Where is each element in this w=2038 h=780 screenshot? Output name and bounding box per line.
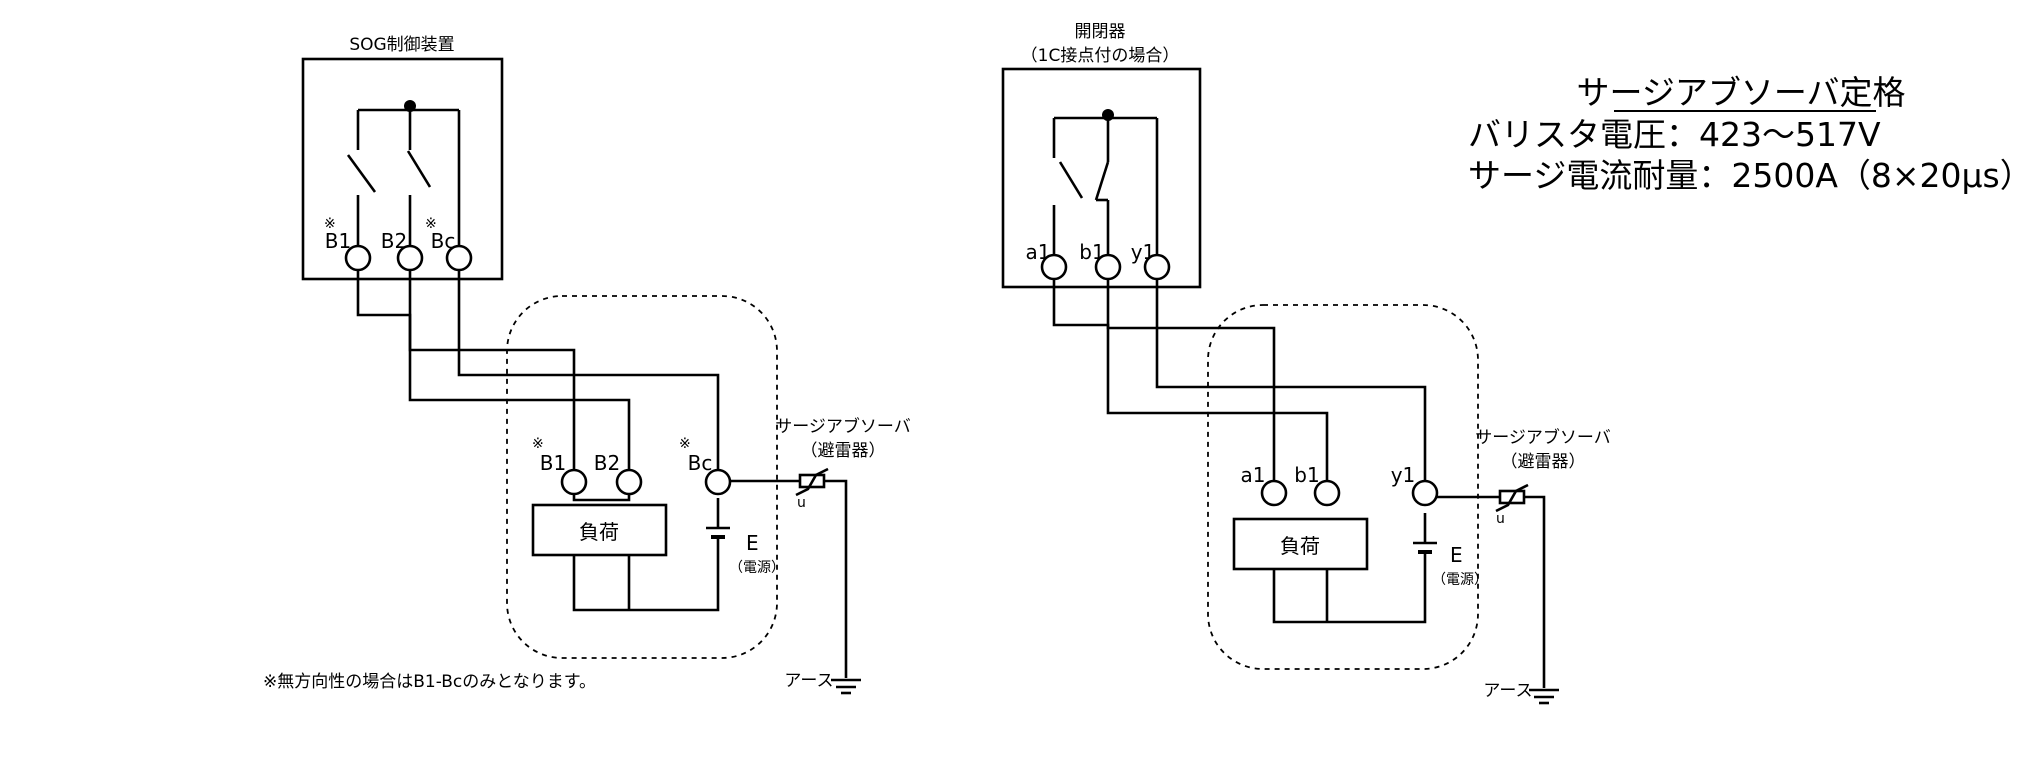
absorber-u-label: u: [797, 495, 806, 511]
switch-contact-b2: [406, 150, 432, 188]
switch-terminal-a1: [1040, 253, 1068, 281]
right-diagram: 開閉器 （1C接点付の場合） a1 b1 y1 a1 b1 y1: [1001, 22, 1611, 705]
load-terminal-b1: [560, 468, 588, 496]
supply-sub-label: （電源）: [1432, 572, 1488, 588]
terminal-mark-b1: ※: [324, 216, 336, 232]
sog-switch-contacts: [346, 100, 461, 246]
supply-battery-symbol: [1413, 513, 1437, 568]
surge-absorber-rating: サージアブソーバ定格 バリスタ電圧：423～517V サージ電流耐量：2500A…: [1468, 73, 2033, 195]
switch-1c-contact: [1052, 109, 1159, 257]
load-terminal-label-y1: y1: [1391, 463, 1416, 487]
load-terminal-label-bc: Bc: [688, 451, 713, 475]
absorber-sub-label: （避雷器）: [1501, 452, 1586, 472]
surge-absorber-symbol: [1495, 483, 1529, 513]
load-terminal-y1: [1411, 479, 1439, 507]
absorber-u-label: u: [1496, 511, 1505, 527]
rating-surge-current: サージ電流耐量：2500A（8×20μs）: [1468, 156, 2033, 195]
wire-a1: [1052, 279, 1329, 487]
load-terminal-mark-bc: ※: [679, 436, 691, 452]
sog-terminal-bc: [445, 244, 473, 272]
wire-to-earth: [824, 479, 848, 678]
contact-b: [1094, 161, 1110, 201]
wire-b2: [356, 270, 631, 455]
load-terminal-b2: [615, 468, 643, 496]
contact-a: [1058, 161, 1084, 199]
load-terminal-a1: [1260, 479, 1288, 507]
load-terminal-mark-b1: ※: [532, 436, 544, 452]
load-box: [531, 503, 668, 557]
surge-absorber-symbol: [795, 467, 829, 497]
load-terminal-bc: [704, 468, 732, 496]
earth-label: アース: [1483, 681, 1532, 701]
supply-battery-symbol: [706, 498, 730, 553]
sog-controller-label: SOG制御装置: [349, 35, 454, 55]
absorber-sub-label: （避雷器）: [801, 441, 886, 461]
nondirectional-note: ※無方向性の場合はB1-Bcのみとなります。: [263, 672, 596, 692]
terminals: [344, 244, 1439, 507]
absorber-label: サージアブソーバ: [1475, 427, 1611, 448]
wire-bc: [457, 270, 720, 478]
wire-to-earth: [1524, 495, 1546, 688]
load-label: 負荷: [579, 520, 619, 544]
wire-b1: [1106, 279, 1276, 487]
sog-terminal-b2: [396, 244, 424, 272]
load-terminal-b1: [1313, 479, 1341, 507]
wire-b1: [408, 270, 576, 470]
earth-label: アース: [784, 671, 833, 691]
supply-label: E: [1450, 543, 1463, 567]
switch-device-sub-label: （1C接点付の場合）: [1021, 46, 1180, 66]
left-diagram: SOG制御装置 ※ ※ B1 B2 Bc ※ ※ B1 B2: [263, 35, 911, 695]
load-terminal-label-b1: B1: [540, 451, 566, 475]
earth-icon: [831, 678, 861, 695]
load-label: 負荷: [1280, 534, 1320, 558]
switch-contact-b1: [346, 154, 377, 193]
terminal-mark-bc: ※: [425, 216, 437, 232]
switch-device-box: [1001, 67, 1202, 289]
switch-terminal-b1: [1094, 253, 1122, 281]
terminal-label-b1: B1: [325, 229, 351, 253]
load-box: [1232, 517, 1369, 571]
load-return-wire: [1272, 568, 1427, 624]
sog-controller-box: [301, 57, 504, 281]
load-terminal-label-b1: b1: [1294, 463, 1319, 487]
supply-label: E: [746, 531, 759, 555]
load-enclosure: [1207, 304, 1479, 670]
switch-device-label: 開閉器: [1075, 22, 1126, 42]
earth-icon: [1529, 688, 1559, 705]
absorber-label: サージアブソーバ: [775, 416, 911, 437]
load-enclosure: [506, 295, 778, 659]
rating-varistor-voltage: バリスタ電圧：423～517V: [1468, 115, 1881, 154]
rating-title: サージアブソーバ定格: [1576, 73, 1905, 112]
supply-sub-label: （電源）: [729, 560, 785, 576]
switch-terminal-y1: [1143, 253, 1171, 281]
wire-y1: [1155, 279, 1427, 493]
load-terminal-label-a1: a1: [1241, 463, 1266, 487]
load-return-wire: [572, 553, 720, 612]
load-terminal-label-b2: B2: [594, 451, 620, 475]
sog-terminal-b1: [344, 244, 372, 272]
